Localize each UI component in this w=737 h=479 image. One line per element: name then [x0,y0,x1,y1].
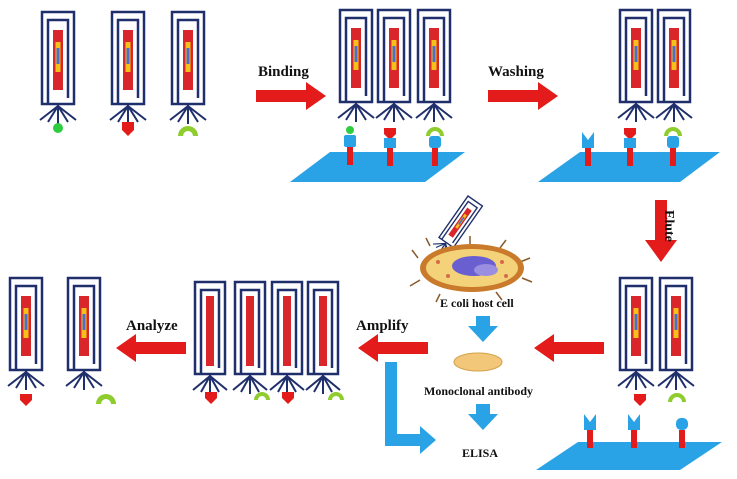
binding-label: Binding [258,64,309,80]
washing-label: Washing [488,64,544,80]
host-cell-label: E coli host cell [440,296,514,310]
eluted-panel [536,276,722,470]
bound-phage-1 [336,8,376,124]
analyze-arrow [116,334,186,362]
bound-phage-3 [414,8,454,124]
eluted-phage-1 [616,276,656,392]
target-green-dot [53,123,63,133]
phage-3 [168,10,208,126]
analyzed-phage-2 [64,276,104,392]
binding-arrow [256,82,326,110]
eluted-phage-2 [656,276,696,392]
amplify-arrow [358,334,428,362]
analyzed-phage-1 [6,276,46,392]
to-elisa-arrow [468,404,498,430]
antibody-dish [453,352,503,372]
to-antibody-arrow [468,316,498,342]
target-lime-arc [178,126,198,136]
bound-phage-2 [374,8,414,124]
target-red-shield [122,122,134,136]
amplify-label: Amplify [356,318,409,334]
to-host-arrow [534,334,604,362]
amplified-phage-4 [304,280,342,396]
phage-2 [108,10,148,126]
e-coli-cell [409,236,533,303]
analyze-label: Analyze [126,318,178,334]
phage-library-group [38,10,208,136]
side-elisa-arrow [385,362,436,454]
analyzed-group [6,276,116,406]
elute-arrow [645,200,677,262]
amplified-phage-1 [191,280,229,396]
phage-1 [38,10,78,126]
washing-arrow [488,82,558,110]
amplified-phage-2 [231,280,269,396]
eluted-surface [536,442,722,470]
binding-panel [290,8,465,182]
antibody-label: Monoclonal antibody [424,384,534,398]
elute-label: Elute [661,210,676,242]
retained-phage-2 [654,8,694,124]
washing-panel [538,8,720,182]
elisa-label: ELISA [462,446,499,460]
retained-phage-1 [616,8,656,124]
binding-surface [290,152,465,182]
amplified-phage-3 [268,280,306,396]
amplified-group [191,280,344,404]
